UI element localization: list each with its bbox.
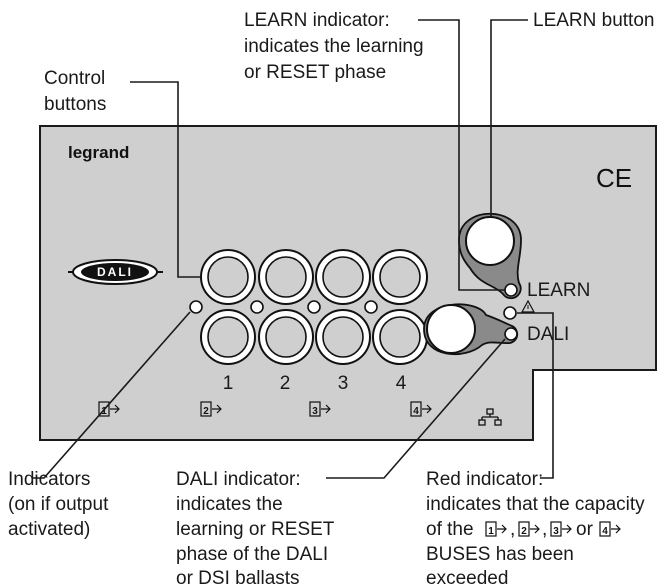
dali-button-assembly	[423, 303, 519, 356]
svg-text:indicates the: indicates the	[176, 494, 283, 515]
network-icon	[478, 408, 502, 426]
bus-4-inline-icon: 4	[599, 521, 621, 537]
red-indicator-callout: Red indicator: indicates that the capaci…	[426, 469, 645, 588]
dali-indicator-callout: DALI indicator: indicates the learning o…	[176, 469, 335, 588]
bus-1-inline-icon: 1	[485, 521, 507, 537]
learn-button-assembly	[458, 212, 522, 300]
svg-text:phase of the DALI: phase of the DALI	[176, 544, 328, 565]
dali-panel-label: DALI	[527, 324, 569, 345]
indicators-leader	[32, 311, 191, 479]
svg-text:DALI: DALI	[97, 265, 133, 279]
channel-number-2: 2	[280, 373, 291, 394]
svg-text:1: 1	[488, 526, 494, 537]
svg-text:(on if output: (on if output	[8, 494, 109, 515]
svg-text:of the: of the	[426, 519, 474, 540]
control-buttons-top-row	[200, 249, 428, 305]
output-indicators	[189, 300, 378, 314]
output-indicator-2	[250, 300, 264, 314]
svg-text:4: 4	[602, 526, 608, 537]
dali-button[interactable]	[426, 304, 476, 354]
control-buttons-bottom-row	[200, 309, 428, 365]
svg-text:or: or	[576, 519, 594, 540]
red-capacity-indicator	[503, 306, 517, 320]
channel-number-1: 1	[223, 373, 234, 394]
svg-text:or RESET phase: or RESET phase	[244, 62, 386, 83]
learn-button-callout: LEARN button	[533, 10, 654, 31]
svg-text:BUSES has been: BUSES has been	[426, 544, 574, 565]
svg-text:activated): activated)	[8, 519, 90, 540]
ce-mark: CE	[596, 163, 632, 193]
indicators-callout: Indicators (on if output activated)	[8, 469, 109, 540]
svg-text:,: ,	[542, 519, 547, 540]
bus-4-icon: 4	[410, 401, 432, 417]
dali-indicator	[504, 327, 518, 341]
svg-text:indicates the learning: indicates the learning	[244, 36, 424, 57]
bus-3-inline-icon: 3	[550, 521, 572, 537]
output-indicator-3	[307, 300, 321, 314]
svg-text:LEARN indicator:: LEARN indicator:	[244, 10, 390, 31]
bus-2-inline-icon: 2	[518, 521, 540, 537]
red-indicator-leader	[517, 312, 554, 479]
svg-text:learning or RESET: learning or RESET	[176, 519, 335, 540]
channel-number-3: 3	[338, 373, 349, 394]
svg-text:exceeded: exceeded	[426, 568, 508, 588]
svg-text:or DSI ballasts: or DSI ballasts	[176, 568, 300, 588]
learn-indicator-leader	[418, 19, 505, 291]
svg-text:buttons: buttons	[44, 94, 106, 115]
channel-number-4: 4	[396, 373, 407, 394]
control-buttons-leader	[130, 81, 201, 278]
svg-text:Red indicator:: Red indicator:	[426, 469, 543, 490]
bus-1-icon: 1	[98, 401, 120, 417]
learn-panel-label: LEARN	[527, 280, 590, 301]
control-buttons-callout: Control buttons	[44, 68, 106, 115]
brand-logo: legrand	[68, 143, 129, 162]
svg-text:indicates that the capacity: indicates that the capacity	[426, 494, 645, 515]
svg-text:2: 2	[203, 406, 209, 417]
svg-text:,: ,	[510, 519, 515, 540]
svg-text:3: 3	[312, 406, 318, 417]
svg-text:1: 1	[101, 406, 107, 417]
svg-text:DALI indicator:: DALI indicator:	[176, 469, 301, 490]
learn-indicator-callout: LEARN indicator: indicates the learning …	[244, 10, 424, 83]
svg-text:Control: Control	[44, 68, 105, 89]
bus-2-icon: 2	[200, 401, 222, 417]
svg-text:3: 3	[553, 526, 559, 537]
bus-3-icon: 3	[309, 401, 331, 417]
output-indicator-1	[189, 300, 203, 314]
svg-text:Indicators: Indicators	[8, 469, 90, 490]
warning-triangle-icon	[520, 299, 536, 313]
svg-text:4: 4	[413, 406, 419, 417]
learn-button[interactable]	[465, 216, 515, 266]
learn-indicator	[504, 283, 518, 297]
output-indicator-4	[364, 300, 378, 314]
dali-indicator-leader	[326, 338, 506, 479]
svg-text:2: 2	[521, 526, 527, 537]
dali-logo: DALI	[68, 259, 163, 285]
learn-button-leader	[490, 19, 528, 217]
